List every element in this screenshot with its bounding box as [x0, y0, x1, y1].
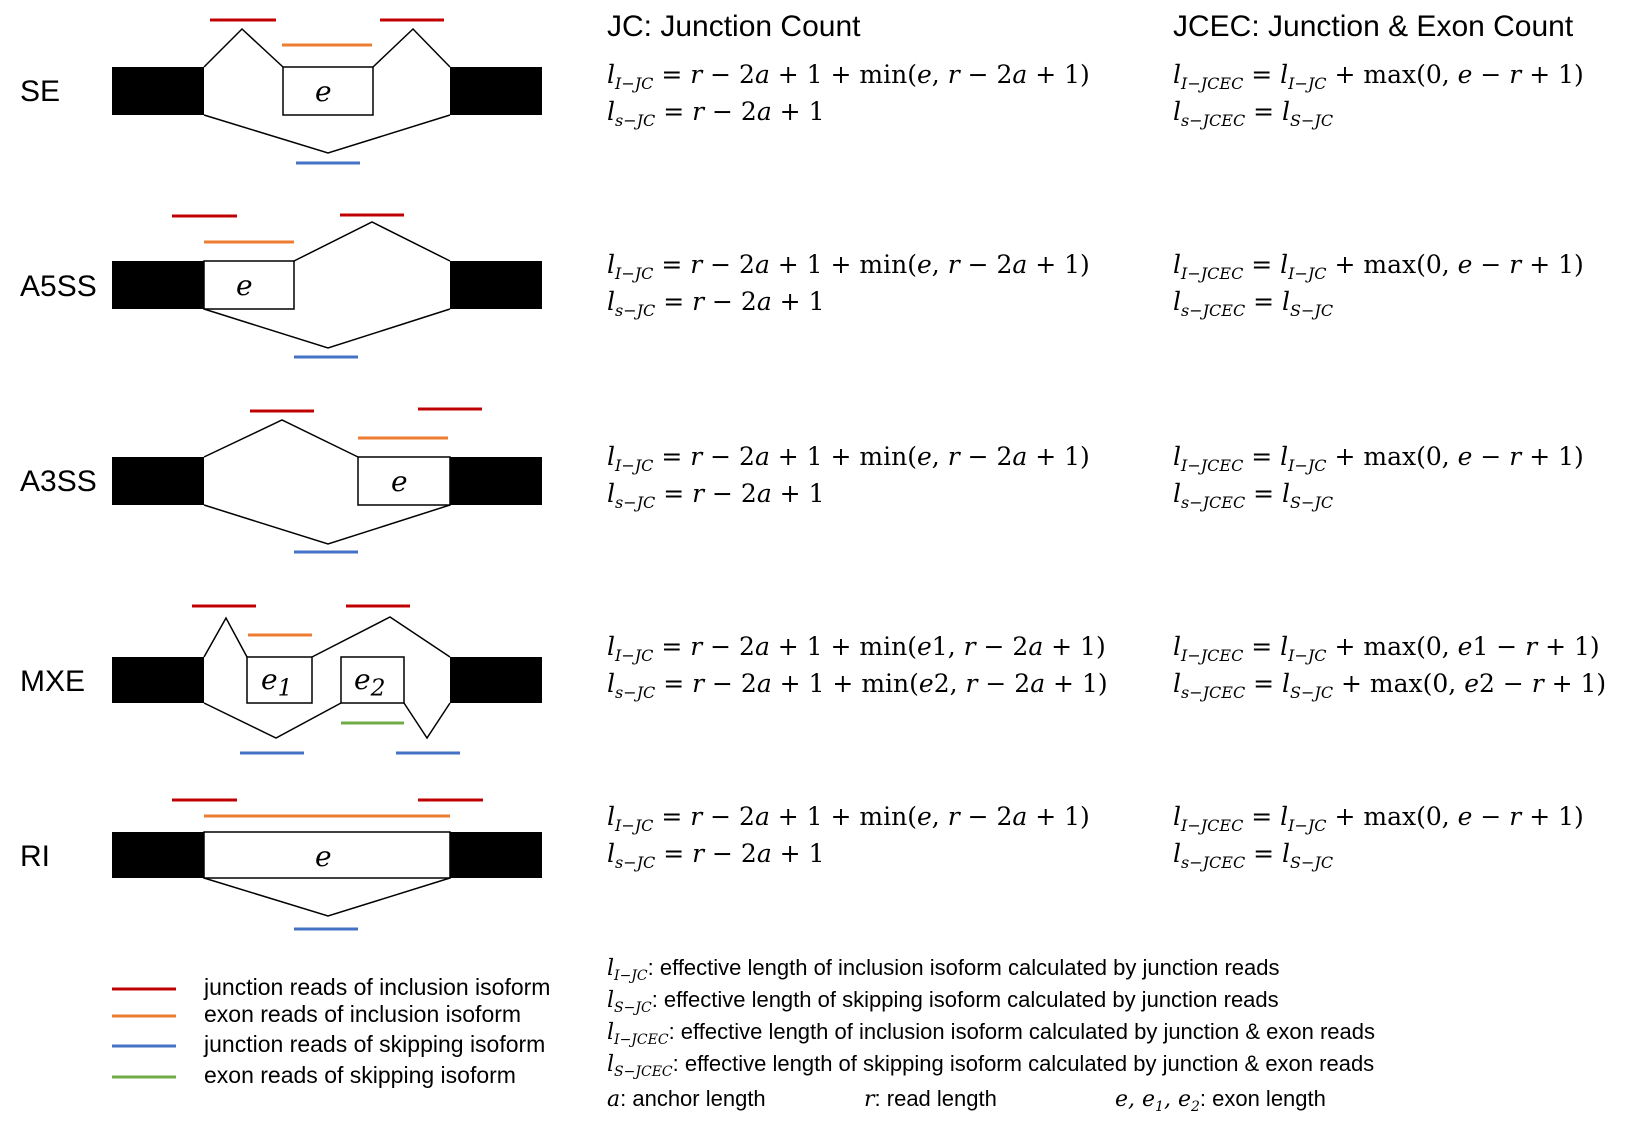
- formula-mxe-jc-l2: ls−JC = r − 2a + 1 + min(e2, r − 2a + 1): [607, 669, 1108, 702]
- legend-label: junction reads of skipping isoform: [204, 1031, 546, 1057]
- jc-header: JC: Junction Count: [607, 10, 861, 43]
- glossary-item: r: read length: [864, 1086, 997, 1112]
- mxe-diagram: [112, 604, 542, 755]
- formula-a3ss-jcec-l1: lI−JCEC = lI−JC + max(0, e − r + 1): [1173, 442, 1584, 475]
- formula-ri-jcec-l1: lI−JCEC = lI−JC + max(0, e − r + 1): [1173, 802, 1584, 835]
- glossary-item: a: anchor length: [607, 1086, 766, 1112]
- exon-label-mxe-1: e1: [261, 663, 293, 702]
- a3ss-diagram: [112, 407, 542, 554]
- se-diagram: [112, 18, 542, 165]
- formula-se-jcec-l2: ls−JCEC = lS−JC: [1173, 97, 1334, 130]
- formula-se-jc-l1: lI−JC = r − 2a + 1 + min(e, r − 2a + 1): [607, 60, 1090, 93]
- exon-label-a3ss: e: [391, 465, 408, 498]
- exon-label-ri: e: [315, 840, 332, 873]
- formula-a5ss-jcec-l1: lI−JCEC = lI−JC + max(0, e − r + 1): [1173, 250, 1584, 283]
- formula-a3ss-jc-l2: ls−JC = r − 2a + 1: [607, 479, 825, 512]
- definition-item: lS−JC: effective length of skipping isof…: [607, 987, 1279, 1016]
- formula-a5ss-jc-l1: lI−JC = r − 2a + 1 + min(e, r − 2a + 1): [607, 250, 1090, 283]
- glossary-item: e, e1, e2: exon length: [1115, 1086, 1326, 1115]
- event-name-mxe: MXE: [20, 665, 86, 698]
- definition-item: lS−JCEC: effective length of skipping is…: [607, 1051, 1375, 1080]
- legend-label: junction reads of inclusion isoform: [204, 974, 551, 1000]
- exon-label-mxe-2: e2: [354, 663, 386, 702]
- legend-label: exon reads of skipping isoform: [204, 1062, 516, 1088]
- legend-swatches: [112, 987, 176, 1079]
- ri-diagram: [112, 798, 542, 931]
- formula-a3ss-jcec-l2: ls−JCEC = lS−JC: [1173, 479, 1334, 512]
- jcec-header: JCEC: Junction & Exon Count: [1173, 10, 1574, 43]
- formula-se-jc-l2: ls−JC = r − 2a + 1: [607, 97, 825, 130]
- exon-label-a5ss: e: [236, 269, 253, 302]
- definition-item: lI−JCEC: effective length of inclusion i…: [607, 1019, 1376, 1048]
- formula-a3ss-jc-l1: lI−JC = r − 2a + 1 + min(e, r − 2a + 1): [607, 442, 1090, 475]
- a5ss-diagram: [112, 213, 542, 359]
- legend-label: exon reads of inclusion isoform: [204, 1001, 522, 1027]
- definition-item: lI−JC: effective length of inclusion iso…: [607, 955, 1280, 984]
- event-name-se: SE: [20, 75, 61, 108]
- formula-a5ss-jc-l2: ls−JC = r − 2a + 1: [607, 287, 825, 320]
- formula-se-jcec-l1: lI−JCEC = lI−JC + max(0, e − r + 1): [1173, 60, 1584, 93]
- exon-label-se: e: [315, 75, 332, 108]
- formula-ri-jc-l2: ls−JC = r − 2a + 1: [607, 839, 825, 872]
- event-name-a5ss: A5SS: [20, 270, 97, 303]
- formula-mxe-jc-l1: lI−JC = r − 2a + 1 + min(e1, r − 2a + 1): [607, 632, 1106, 665]
- event-name-a3ss: A3SS: [20, 465, 97, 498]
- formula-mxe-jcec-l1: lI−JCEC = lI−JC + max(0, e1 − r + 1): [1173, 632, 1600, 665]
- formula-mxe-jcec-l2: ls−JCEC = lS−JC + max(0, e2 − r + 1): [1173, 669, 1607, 702]
- formula-ri-jcec-l2: ls−JCEC = lS−JC: [1173, 839, 1334, 872]
- formula-a5ss-jcec-l2: ls−JCEC = lS−JC: [1173, 287, 1334, 320]
- event-name-ri: RI: [20, 840, 50, 873]
- formula-ri-jc-l1: lI−JC = r − 2a + 1 + min(e, r − 2a + 1): [607, 802, 1090, 835]
